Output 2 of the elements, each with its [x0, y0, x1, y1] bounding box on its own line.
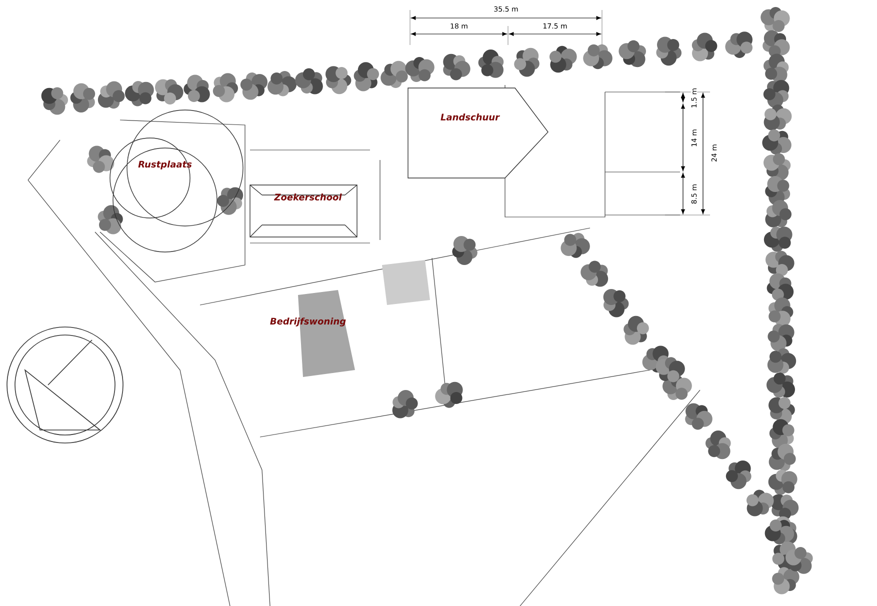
barn: Landschuur: [408, 88, 548, 178]
school-building: Zoekerschool: [250, 184, 358, 238]
